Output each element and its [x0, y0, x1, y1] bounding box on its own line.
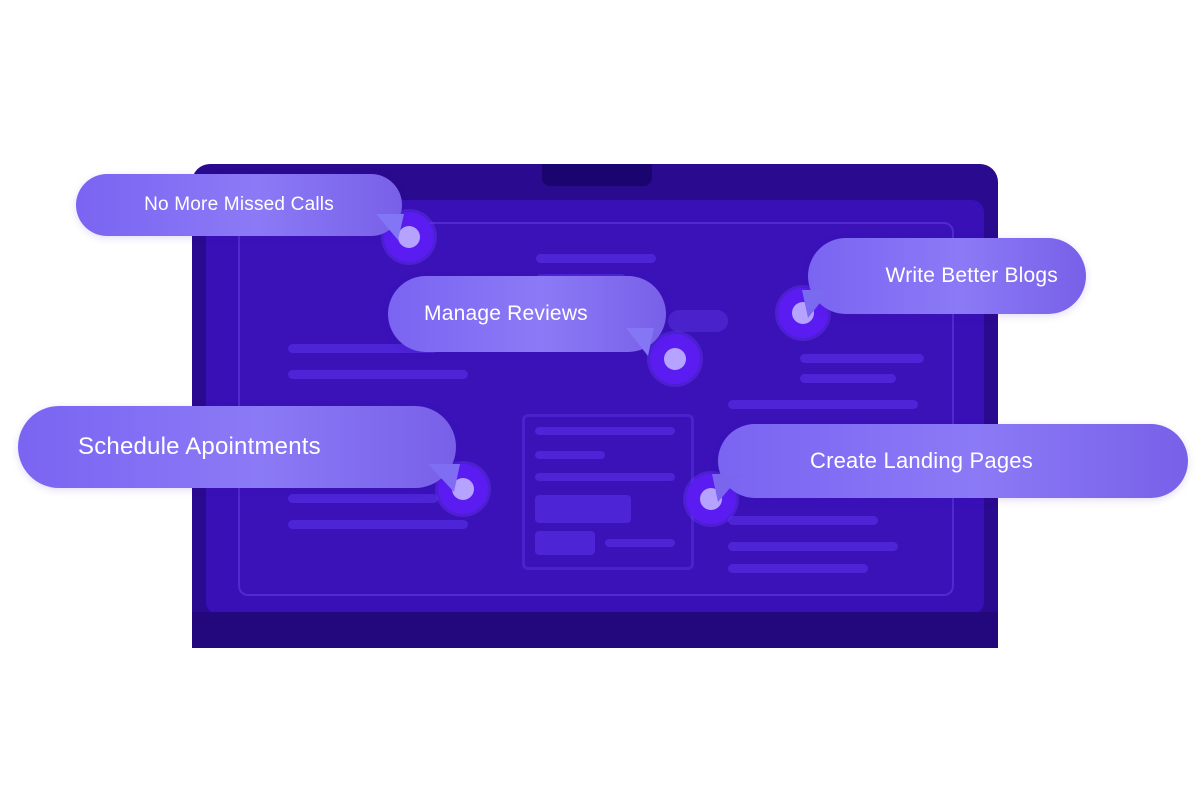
placeholder-line	[288, 520, 468, 529]
placeholder-line	[728, 516, 878, 525]
bubble-label: No More Missed Calls	[144, 194, 334, 215]
bubble-manage-reviews: Manage Reviews	[388, 276, 666, 356]
bubble-label: Manage Reviews	[424, 302, 588, 325]
placeholder-line	[535, 451, 605, 459]
placeholder-line	[728, 564, 868, 573]
placeholder-line	[288, 344, 438, 353]
placeholder-block	[535, 531, 595, 555]
laptop-base	[192, 612, 998, 648]
bubble-write-better-blogs: Write Better Blogs	[802, 238, 1086, 318]
bubble-label: Write Better Blogs	[885, 264, 1058, 287]
form-card-placeholder	[522, 414, 694, 570]
pointer-dot	[650, 334, 700, 384]
bubble-tail	[802, 290, 830, 318]
bubble-tail	[428, 464, 460, 492]
bubble-create-landing-pages: Create Landing Pages	[712, 424, 1188, 502]
placeholder-line	[728, 400, 918, 409]
bubble-no-more-missed-calls: No More Missed Calls	[76, 174, 404, 240]
bubble-schedule-apointments: Schedule Apointments	[18, 406, 460, 492]
placeholder-line	[605, 539, 675, 547]
placeholder-line	[288, 494, 438, 503]
bubble-label: Schedule Apointments	[78, 433, 321, 460]
placeholder-line	[728, 542, 898, 551]
bubble-tail	[376, 214, 404, 240]
bubble-label: Create Landing Pages	[810, 448, 1033, 473]
pointer-dot	[686, 474, 736, 524]
placeholder-line	[535, 427, 675, 435]
toggle-placeholder	[668, 310, 728, 332]
placeholder-line	[800, 374, 896, 383]
placeholder-block	[535, 495, 631, 523]
bubble-tail	[712, 474, 742, 502]
bubble-tail	[626, 328, 654, 356]
placeholder-line	[535, 473, 675, 481]
placeholder-line	[536, 254, 656, 263]
placeholder-line	[800, 354, 924, 363]
laptop-notch	[542, 164, 652, 186]
placeholder-line	[288, 370, 468, 379]
